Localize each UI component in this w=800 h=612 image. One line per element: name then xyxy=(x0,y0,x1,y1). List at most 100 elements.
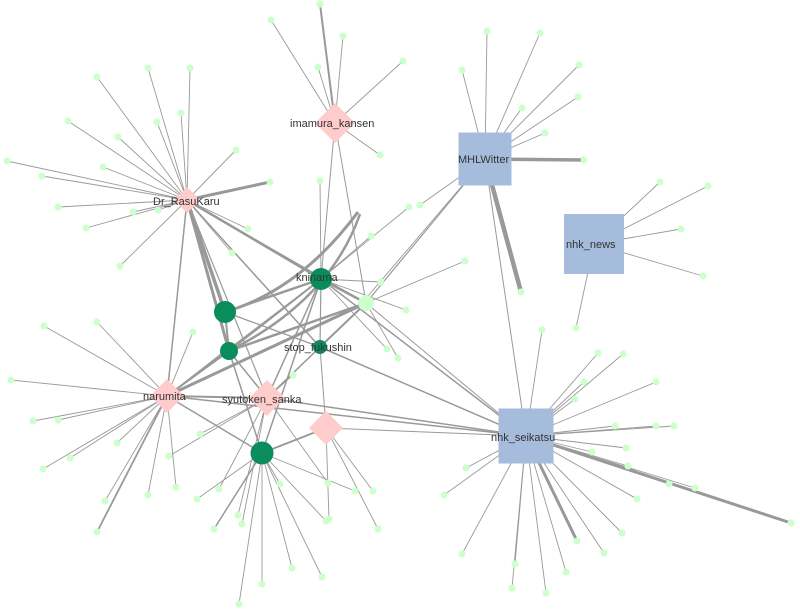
node-imamura-kansen[interactable] xyxy=(315,103,355,143)
node-dr-rasukaru[interactable] xyxy=(174,187,200,213)
leaf-node xyxy=(54,203,62,211)
leaf-node xyxy=(440,491,448,499)
leaf-node xyxy=(677,225,685,233)
node-circle-unlabeled[interactable] xyxy=(250,441,274,465)
leaf-node xyxy=(787,519,795,527)
edge xyxy=(67,120,188,201)
edge xyxy=(166,199,188,397)
leaf-node xyxy=(54,416,62,424)
leaf-node xyxy=(93,318,101,326)
leaf-node xyxy=(232,146,240,154)
edge-layer xyxy=(6,3,793,605)
leaf-node xyxy=(177,109,185,117)
leaf-node xyxy=(66,454,74,462)
node-stop-fukushin[interactable] xyxy=(313,340,327,354)
edge xyxy=(238,452,263,605)
edge xyxy=(319,346,527,437)
node-syutoken-sanka[interactable] xyxy=(249,380,285,416)
leaf-node xyxy=(538,326,546,334)
edge xyxy=(57,395,168,421)
leaf-node xyxy=(633,495,641,503)
leaf-node xyxy=(316,0,324,8)
edge xyxy=(334,122,367,304)
edge xyxy=(524,434,793,525)
edge xyxy=(165,301,368,398)
edge xyxy=(325,427,374,492)
edge xyxy=(365,302,399,359)
label-stop-fukushin: stop_fukushin xyxy=(284,342,352,354)
node-nhk-news[interactable] xyxy=(564,214,624,274)
leaf-node xyxy=(405,203,413,211)
edge xyxy=(261,278,322,454)
leaf-node xyxy=(324,479,332,487)
leaf-node xyxy=(665,480,673,488)
leaf-node xyxy=(99,163,107,171)
edge xyxy=(186,67,191,201)
edge xyxy=(261,452,356,492)
leaf-node xyxy=(325,515,333,523)
edge xyxy=(69,395,168,459)
leaf-node xyxy=(511,560,519,568)
edge xyxy=(185,198,231,353)
node-circle-unlabeled[interactable] xyxy=(214,301,236,323)
label-syutoken-sanka: syutoken_sanka xyxy=(222,394,302,406)
leaf-node xyxy=(580,156,588,164)
leaf-node xyxy=(594,349,602,357)
leaf-node xyxy=(276,480,284,488)
leaf-node xyxy=(622,444,630,452)
label-narumita: narumita xyxy=(143,391,187,403)
leaf-node xyxy=(562,568,570,576)
leaf-node xyxy=(113,439,121,447)
node-kninama[interactable] xyxy=(310,268,332,290)
edge xyxy=(320,278,407,311)
node-nhk-seikatsu[interactable] xyxy=(498,408,554,464)
node-circle-unlabeled[interactable] xyxy=(220,342,238,360)
edge xyxy=(186,149,237,201)
node-diamond-unlabeled[interactable] xyxy=(309,411,343,445)
edge xyxy=(166,350,230,397)
edge xyxy=(186,199,268,399)
edge xyxy=(261,452,293,569)
edge xyxy=(196,452,263,500)
leaf-node xyxy=(458,66,466,74)
leaf-node xyxy=(114,133,122,141)
node-light-hub[interactable] xyxy=(358,295,374,311)
leaf-node xyxy=(186,64,194,72)
leaf-node-layer xyxy=(3,0,795,608)
leaf-node xyxy=(3,157,11,165)
edge xyxy=(261,452,323,578)
leaf-node xyxy=(376,151,384,159)
leaf-node xyxy=(193,495,201,503)
leaf-node xyxy=(116,262,124,270)
node-narumita[interactable] xyxy=(150,379,184,413)
leaf-node xyxy=(210,525,218,533)
leaf-node xyxy=(351,487,359,495)
edge xyxy=(119,199,188,267)
edge xyxy=(96,76,188,201)
edge xyxy=(186,199,321,348)
node-mhlwitter[interactable] xyxy=(458,132,512,186)
label-mhlwitter: MHLWitter xyxy=(458,154,509,166)
leaf-node xyxy=(316,177,324,185)
leaf-node xyxy=(40,322,48,330)
edge xyxy=(96,395,168,533)
leaf-node xyxy=(458,550,466,558)
edge xyxy=(484,158,527,437)
edge xyxy=(266,397,527,437)
leaf-node xyxy=(588,448,596,456)
leaf-node xyxy=(289,371,297,379)
leaf-node xyxy=(699,272,707,280)
edge xyxy=(166,395,263,454)
edge xyxy=(104,395,168,502)
leaf-node xyxy=(196,430,204,438)
leaf-node xyxy=(394,354,402,362)
leaf-node xyxy=(129,208,137,216)
leaf-node xyxy=(402,306,410,314)
leaf-node xyxy=(64,117,72,125)
hub-node-layer xyxy=(150,103,624,465)
leaf-node xyxy=(541,129,549,137)
leaf-node xyxy=(258,580,266,588)
edge xyxy=(227,301,368,353)
edge xyxy=(319,180,322,280)
